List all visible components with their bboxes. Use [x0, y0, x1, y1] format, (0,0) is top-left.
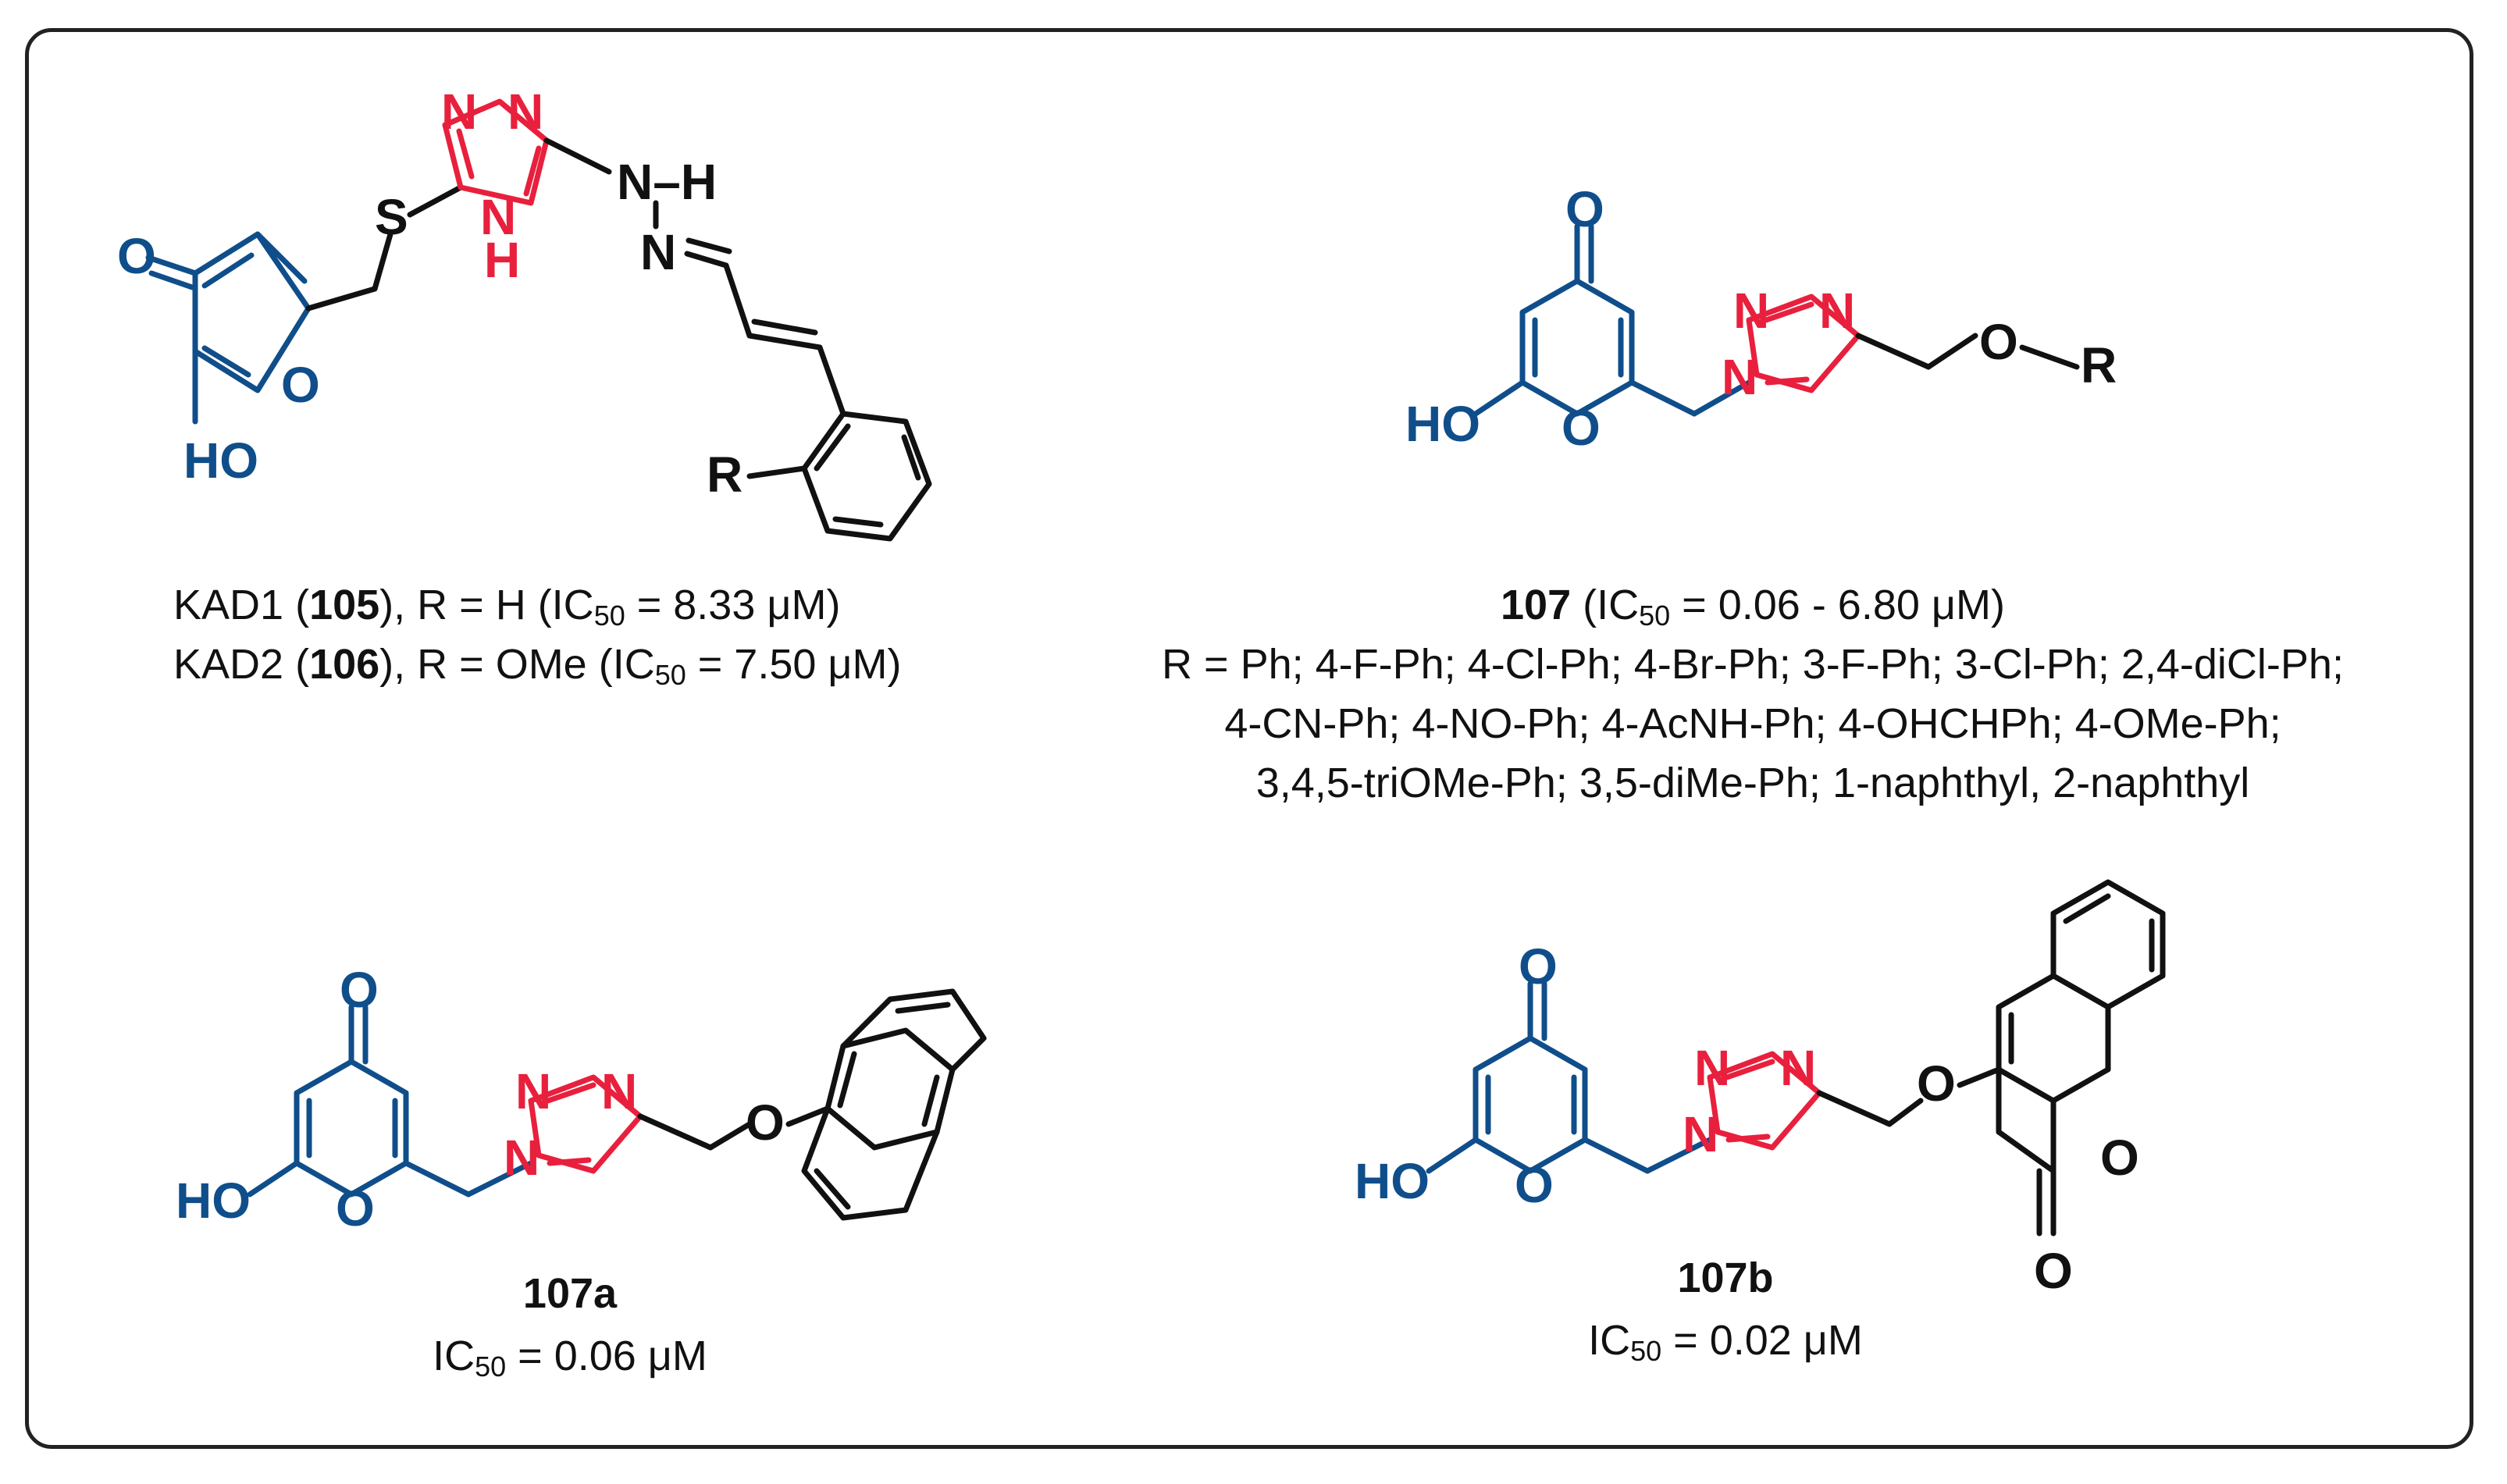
triazole-n3-107: N [1819, 283, 1855, 339]
triazole-nh: N [480, 189, 516, 245]
triazole-n2-107: N [1733, 283, 1769, 339]
caption-kad1-prefix: KAD1 ( [173, 582, 310, 628]
r-groups-line-3: 3,4,5-triOMe-Ph; 3,5-diMe-Ph; 1-naphthyl… [1255, 760, 2250, 806]
triazole-h: H [484, 232, 520, 288]
carbonyl-oxygen-1: O [117, 228, 156, 284]
ether-oxygen-107: O [1979, 314, 2018, 370]
ring-oxygen-3: O [336, 1180, 375, 1237]
triazole-n1-107a: N [504, 1130, 540, 1186]
caption-107-prefix: (IC [1571, 582, 1640, 628]
r-groups-line-2: 4-CN-Ph; 4-NO-Ph; 4-AcNH-Ph; 4-OHCHPh; 4… [1224, 700, 2281, 747]
coumarin-carbonyl-oxygen: O [2034, 1243, 2073, 1299]
pyranone-ring-3 [247, 1004, 472, 1198]
sulfur-atom: S [375, 189, 408, 245]
caption-107a-id: 107a [523, 1272, 617, 1315]
r-groups-line-1: R = Ph; 4-F-Ph; 4-Cl-Ph; 4-Br-Ph; 3-F-Ph… [1162, 641, 2344, 688]
triazole-ring-3 [528, 1074, 643, 1174]
r-substituent-1: R [707, 447, 742, 503]
pyranone-ring-2 [1473, 223, 1697, 417]
pyranone-ring-4 [1426, 980, 1651, 1174]
triazole-ring-2 [1746, 294, 1861, 393]
ic50-sub-107a: 50 [475, 1351, 507, 1383]
compound-id-106: 106 [309, 641, 380, 688]
pyranone-ring-1 [145, 231, 312, 425]
ic50-sub-107b: 50 [1630, 1335, 1662, 1367]
caption-107-sub: 50 [1639, 600, 1671, 632]
triazole-n3-107b: N [1780, 1040, 1816, 1096]
triazole-n2-107a: N [515, 1063, 551, 1119]
ring-oxygen-4: O [1515, 1157, 1554, 1213]
hydroxyl-1: HO [183, 432, 258, 489]
structure-107: O O HO N N N O R [1405, 181, 2117, 456]
structure-107b: O O HO N N N O O O [1355, 879, 2166, 1299]
triazole-n2: N [507, 84, 543, 140]
compound-id-107a: 107a [522, 1270, 618, 1317]
hydrazine-nh: N–H [617, 154, 717, 210]
caption-kad1-sub: 50 [593, 600, 625, 632]
caption-kad1-ic50: = 8.33 μM) [625, 582, 841, 628]
ether-oxygen-107a: O [746, 1094, 785, 1151]
caption-kad2: KAD2 (106), R = OMe (IC50 = 7.50 μM) [173, 643, 901, 689]
triazole-n1-107b: N [1683, 1106, 1718, 1162]
carbonyl-oxygen-3: O [340, 962, 379, 1018]
caption-107b-ic50: IC50 = 0.02 μM [1588, 1319, 1863, 1365]
caption-107: 107 (IC50 = 0.06 - 6.80 μM) [1501, 584, 2005, 630]
coumarin-ring-oxygen: O [2100, 1130, 2139, 1186]
hydroxyl-3: HO [176, 1173, 251, 1229]
caption-kad2-prefix: KAD2 ( [173, 641, 310, 688]
triazole-n3-107a: N [601, 1063, 637, 1119]
caption-107b-id: 107b [1677, 1257, 1773, 1299]
structure-107a: O O HO N N N O [176, 962, 987, 1237]
imine-nitrogen: N [640, 224, 676, 280]
hydroxyl-2: HO [1405, 396, 1480, 452]
figure-frame [25, 28, 2473, 1449]
caption-kad1-mid: ), R = H (IC [379, 582, 594, 628]
triazole-ring-4 [1707, 1051, 1822, 1151]
compound-id-107b: 107b [1677, 1254, 1774, 1301]
triazole-n1: N [441, 84, 477, 140]
naphthyl-ring [801, 988, 987, 1221]
caption-kad2-mid: ), R = OMe (IC [379, 641, 655, 688]
ic50-value-107a: = 0.06 μM [506, 1333, 707, 1379]
hydroxyl-4: HO [1355, 1153, 1430, 1209]
compound-id-107: 107 [1501, 582, 1572, 628]
carbonyl-oxygen-2: O [1565, 181, 1604, 237]
ic50-prefix-107a: IC [433, 1333, 475, 1379]
caption-107-ic50-range: = 0.06 - 6.80 μM) [1670, 582, 2005, 628]
phenyl-ring-1 [801, 411, 932, 542]
coumarin-ring [1996, 879, 2166, 1237]
ring-oxygen-1: O [281, 357, 320, 413]
triazole-n1-107: N [1722, 349, 1757, 405]
caption-kad2-ic50: = 7.50 μM) [686, 641, 902, 688]
ring-oxygen-2: O [1562, 400, 1601, 456]
ether-oxygen-107b: O [1917, 1055, 1956, 1112]
caption-107a-ic50: IC50 = 0.06 μM [433, 1335, 707, 1381]
caption-kad2-sub: 50 [654, 659, 686, 691]
caption-kad1: KAD1 (105), R = H (IC50 = 8.33 μM) [173, 584, 840, 630]
triazole-n2-107b: N [1694, 1040, 1730, 1096]
ic50-prefix-107b: IC [1588, 1317, 1631, 1364]
triazole-ring-1 [442, 98, 550, 206]
compound-id-105: 105 [309, 582, 380, 628]
carbonyl-oxygen-4: O [1519, 938, 1558, 995]
structure-105-106: O O HO S N N N H N–H N [117, 84, 932, 542]
r-substituent-2: R [2081, 337, 2117, 393]
ic50-value-107b: = 0.02 μM [1661, 1317, 1863, 1364]
